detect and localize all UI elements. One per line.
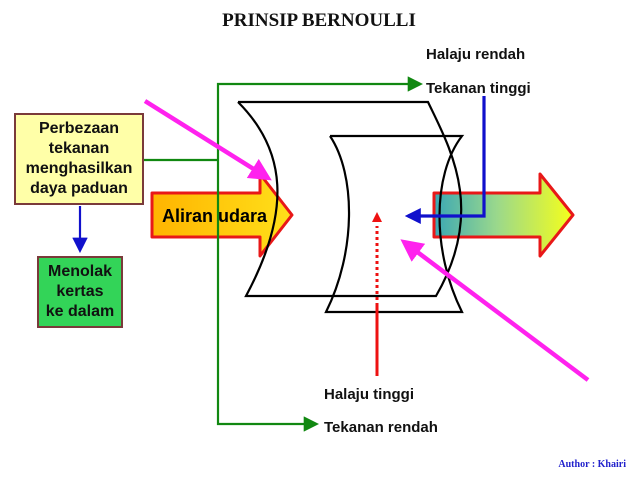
box-line: tekanan [48,140,110,157]
airflow-arrow-right [432,172,575,258]
pointer-bottom-right [400,239,590,382]
pressure-arrow [404,96,486,224]
box-line: kertas [56,283,104,300]
label-low-pressure: Tekanan rendah [324,419,438,436]
label-low-speed: Halaju rendah [426,46,526,63]
connector-bottom [216,160,320,432]
box-line: ke dalam [45,303,115,320]
label-airflow: Aliran udara [162,206,268,226]
low-pressure-head [372,212,382,222]
box-line: Perbezaan [38,120,120,137]
label-high-pressure: Tekanan tinggi [426,80,531,97]
paper-sheet-back [324,134,465,314]
pointer-top-left [143,99,272,181]
author-credit: Author : Khairi [558,459,626,470]
page-title: PRINSIP BERNOULLI [222,10,416,31]
label-high-speed: Halaju tinggi [324,386,414,403]
paper-sheet-front [237,100,463,298]
pressure-difference-box: Perbezaan tekanan menghasilkan daya padu… [14,113,144,205]
box-line: Menolak [47,263,112,280]
connector-top [216,76,424,160]
airflow-arrow-left [150,172,294,258]
box-line: daya paduan [30,180,128,197]
box-line: menghasilkan [25,160,133,177]
push-paper-box: Menolak kertas ke dalam [37,256,123,328]
